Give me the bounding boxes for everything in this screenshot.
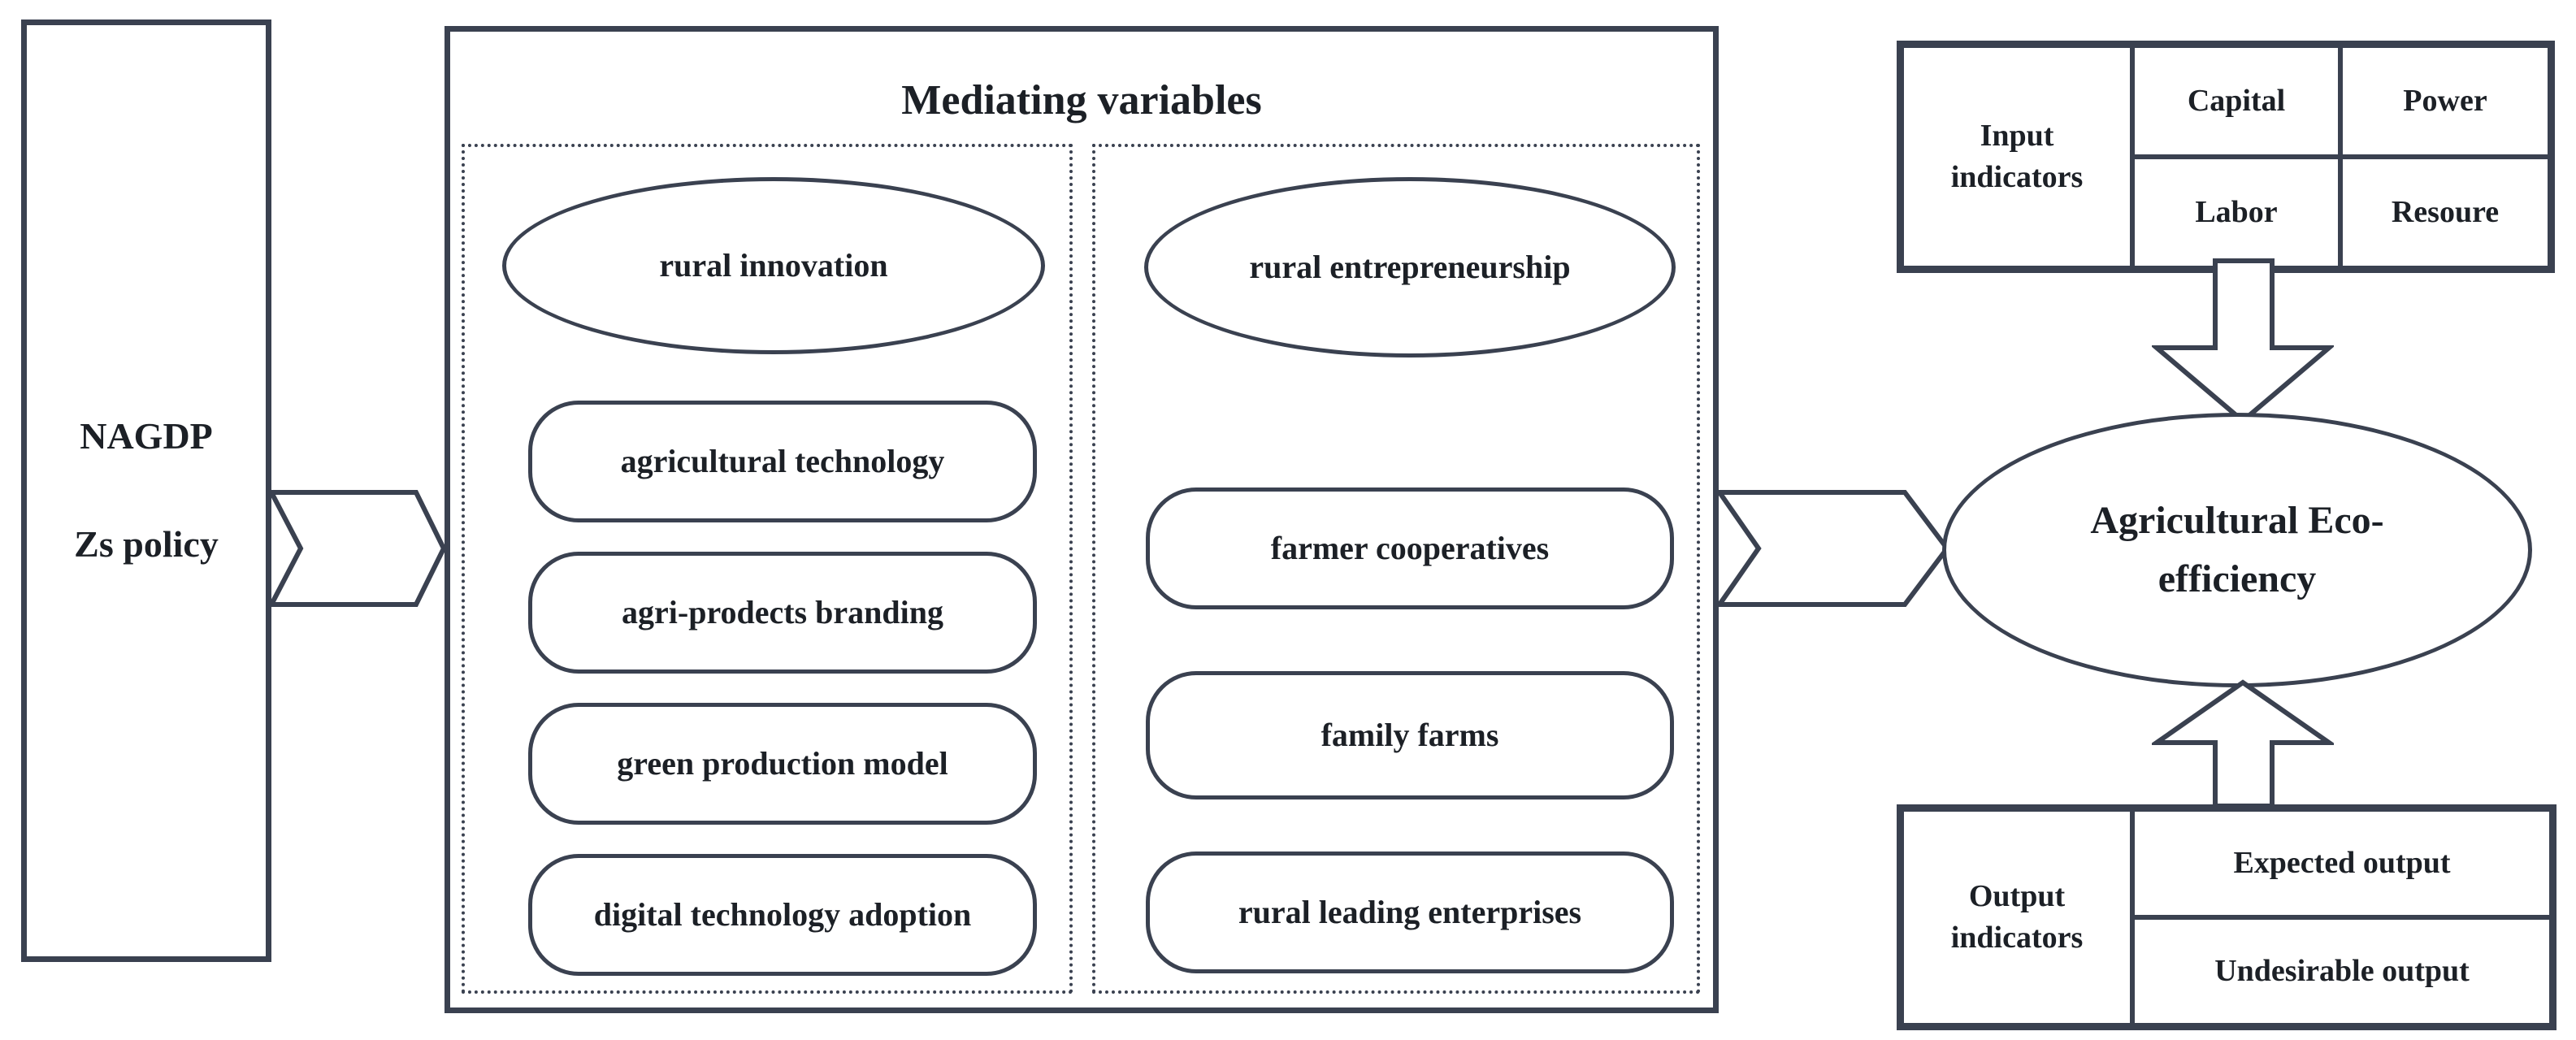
rural-leading-enterprises-label: rural leading enterprises [1238, 894, 1582, 930]
policy-line-2: Zs policy [74, 523, 219, 566]
rural-entrepreneurship-label: rural entrepreneurship [1249, 249, 1571, 285]
input-cell-power: Power [2340, 46, 2550, 157]
family-farms-label: family farms [1321, 717, 1499, 753]
input-indicators-header: Input indicators [1902, 46, 2132, 268]
innovation-group-box [462, 144, 1073, 994]
policy-box-label: NAGDP Zs policy [74, 410, 219, 572]
chevron-arrow-left-icon [268, 490, 447, 607]
output-indicators-header: Output indicators [1902, 809, 2132, 1025]
policy-line-1: NAGDP [80, 414, 213, 457]
mediating-variables-title: Mediating variables [901, 76, 1262, 124]
output-cell-undesirable: Undesirable output [2132, 917, 2552, 1025]
digital-technology-adoption-label: digital technology adoption [593, 896, 972, 933]
chevron-arrow-right-icon [1716, 490, 1950, 607]
output-cell-expected: Expected output [2132, 809, 2552, 917]
agricultural-technology-label: agricultural technology [620, 443, 945, 479]
family-farms-node: family farms [1146, 671, 1674, 800]
outcome-line-1: Agricultural Eco- [2090, 499, 2384, 542]
green-production-model-node: green production model [528, 703, 1037, 825]
entrepreneurship-group-box [1092, 144, 1700, 994]
farmer-cooperatives-node: farmer cooperatives [1146, 488, 1674, 609]
output-indicators-table: Output indicators Expected output Undesi… [1897, 804, 2556, 1030]
input-cell-labor: Labor [2132, 157, 2340, 268]
agri-products-branding-label: agri-prodects branding [622, 594, 943, 630]
input-cell-resource: Resoure [2340, 157, 2550, 268]
agricultural-eco-efficiency-ellipse: Agricultural Eco- efficiency [1942, 413, 2532, 687]
rural-innovation-label: rural innovation [659, 247, 888, 284]
agri-products-branding-node: agri-prodects branding [528, 552, 1037, 674]
rural-entrepreneurship-ellipse: rural entrepreneurship [1144, 177, 1676, 358]
rural-innovation-ellipse: rural innovation [502, 177, 1045, 354]
block-arrow-up-icon [2152, 679, 2334, 808]
policy-box: NAGDP Zs policy [21, 20, 271, 962]
farmer-cooperatives-label: farmer cooperatives [1270, 530, 1550, 566]
agricultural-technology-node: agricultural technology [528, 401, 1037, 522]
block-arrow-down-icon [2152, 258, 2334, 424]
input-indicators-table: Input indicators Capital Power Labor Res… [1897, 41, 2555, 273]
outcome-line-2: efficiency [2158, 557, 2317, 600]
rural-leading-enterprises-node: rural leading enterprises [1146, 852, 1674, 973]
green-production-model-label: green production model [617, 745, 948, 782]
digital-technology-adoption-node: digital technology adoption [528, 854, 1037, 976]
input-cell-capital: Capital [2132, 46, 2340, 157]
